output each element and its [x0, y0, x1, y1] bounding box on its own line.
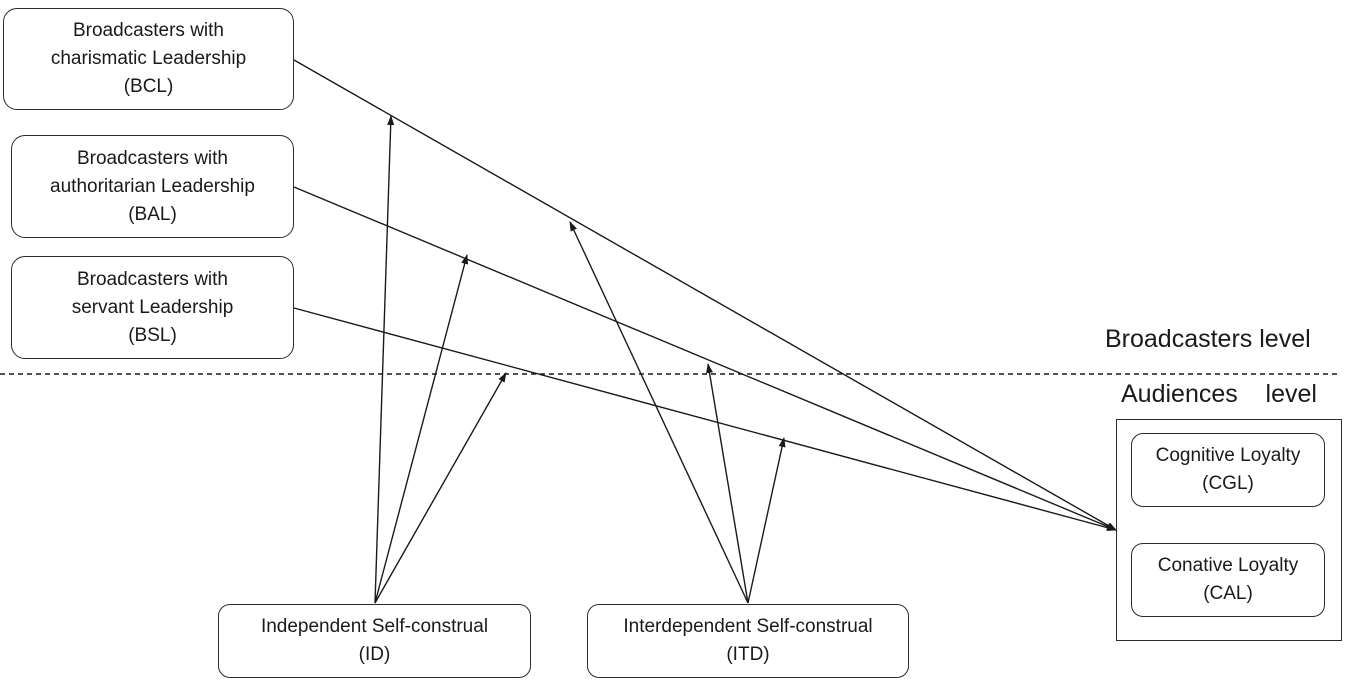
node-bsl: Broadcasters with servant Leadership (BS… — [11, 256, 294, 359]
arrow-bcl-to-loyalty — [293, 59, 1117, 531]
node-bal-line1: Broadcasters with — [76, 147, 228, 169]
arrow-bsl-to-loyalty — [293, 307, 1117, 532]
arrow-bal-to-loyalty — [293, 186, 1117, 531]
node-bsl-line2: servant Leadership — [71, 296, 234, 318]
node-cgl-line2: (CGL) — [1202, 473, 1254, 494]
arrow-id-moderates-bal — [374, 254, 469, 604]
arrow-itd-moderates-bcl — [569, 221, 749, 604]
node-bcl-line3: (BCL) — [123, 76, 174, 97]
node-itd-line1: Interdependent Self-construal — [623, 616, 873, 637]
arrow-itd-moderates-bsl — [747, 437, 786, 604]
arrow-itd-moderates-bal — [706, 363, 749, 604]
node-id: Independent Self-construal (ID) — [218, 604, 531, 678]
audiences-level-label: Audiences level — [1121, 380, 1317, 408]
node-bal-line2: authoritarian Leadership — [50, 175, 255, 197]
node-id-line1: Independent Self-construal — [260, 616, 489, 637]
node-cal-line2: (CAL) — [1203, 583, 1253, 604]
node-bal: Broadcasters with authoritarian Leadersh… — [11, 135, 294, 238]
node-cgl: Cognitive Loyalty (CGL) — [1131, 433, 1325, 507]
broadcasters-level-label: Broadcasters level — [1105, 325, 1311, 353]
node-id-line2: (ID) — [358, 644, 391, 665]
node-bcl-line1: Broadcasters with — [72, 20, 224, 41]
arrow-id-moderates-bsl — [374, 372, 507, 604]
node-bsl-line1: Broadcasters with — [76, 268, 228, 290]
node-bcl-line2: charismatic Leadership — [50, 48, 247, 69]
audiences-loyalty-container — [1116, 419, 1342, 641]
node-cal-line1: Conative Loyalty — [1157, 555, 1299, 576]
node-itd: Interdependent Self-construal (ITD) — [587, 604, 909, 678]
node-itd-line2: (ITD) — [726, 644, 770, 665]
node-bcl: Broadcasters with charismatic Leadership… — [3, 8, 294, 110]
node-cgl-line1: Cognitive Loyalty — [1155, 445, 1301, 466]
arrow-id-moderates-bcl — [374, 115, 395, 604]
node-bsl-line3: (BSL) — [128, 324, 177, 346]
node-cal: Conative Loyalty (CAL) — [1131, 543, 1325, 617]
node-bal-line3: (BAL) — [128, 203, 177, 225]
